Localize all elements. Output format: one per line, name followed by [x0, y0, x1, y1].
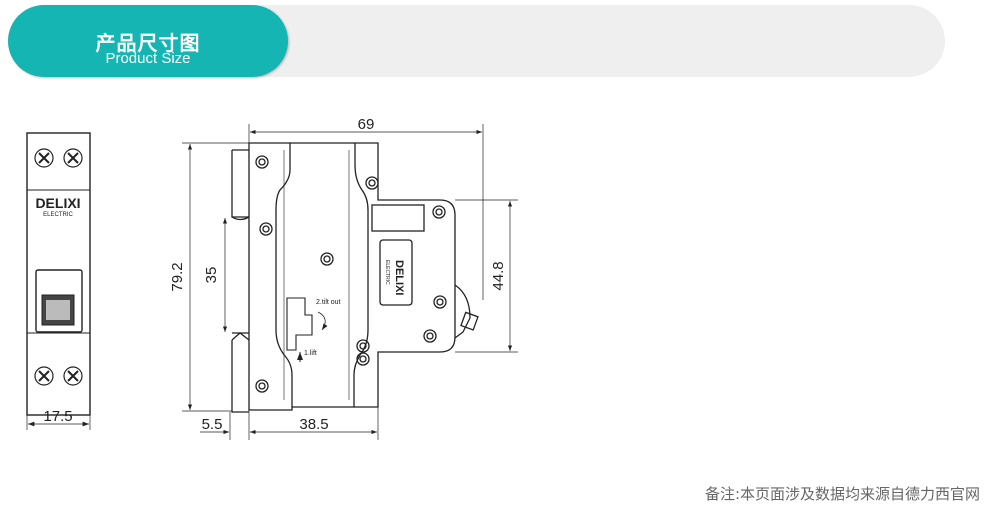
- instruction-lift: 1.lift: [304, 350, 317, 357]
- front-brand-logo: DELIXI: [35, 195, 80, 211]
- section-title-pill: 产品尺寸图 Product Size: [8, 5, 288, 77]
- dim-din-35: 35: [203, 267, 220, 284]
- instruction-tilt-out: 2.tilt out: [316, 299, 341, 306]
- terminal-screw-icon: [63, 148, 83, 168]
- front-view: [26, 132, 91, 430]
- section-title-en: Product Size: [105, 50, 191, 67]
- section-title-cn: 产品尺寸图: [95, 31, 201, 55]
- side-view-screws: [255, 155, 447, 393]
- side-brand-logo: DELIXI: [393, 260, 405, 295]
- dim-width-17-5: 17.5: [43, 408, 72, 425]
- dimension-lines: [182, 124, 518, 440]
- dim-front-44-8: 44.8: [490, 261, 507, 290]
- terminal-screw-icon: [63, 366, 83, 386]
- side-view: [231, 142, 479, 413]
- dim-depth-69: 69: [358, 116, 375, 133]
- dim-body-38-5: 38.5: [299, 416, 328, 433]
- terminal-screw-icon: [34, 366, 54, 386]
- side-brand-sub: ELECTRIC: [384, 260, 390, 285]
- terminal-screw-icon: [34, 148, 54, 168]
- dim-offset-5-5: 5.5: [202, 416, 223, 433]
- dim-height-79-2: 79.2: [169, 262, 186, 291]
- footer-note: 备注:本页面涉及数据均来源自德力西官网: [704, 485, 980, 503]
- front-brand-sub: ELECTRIC: [43, 212, 73, 218]
